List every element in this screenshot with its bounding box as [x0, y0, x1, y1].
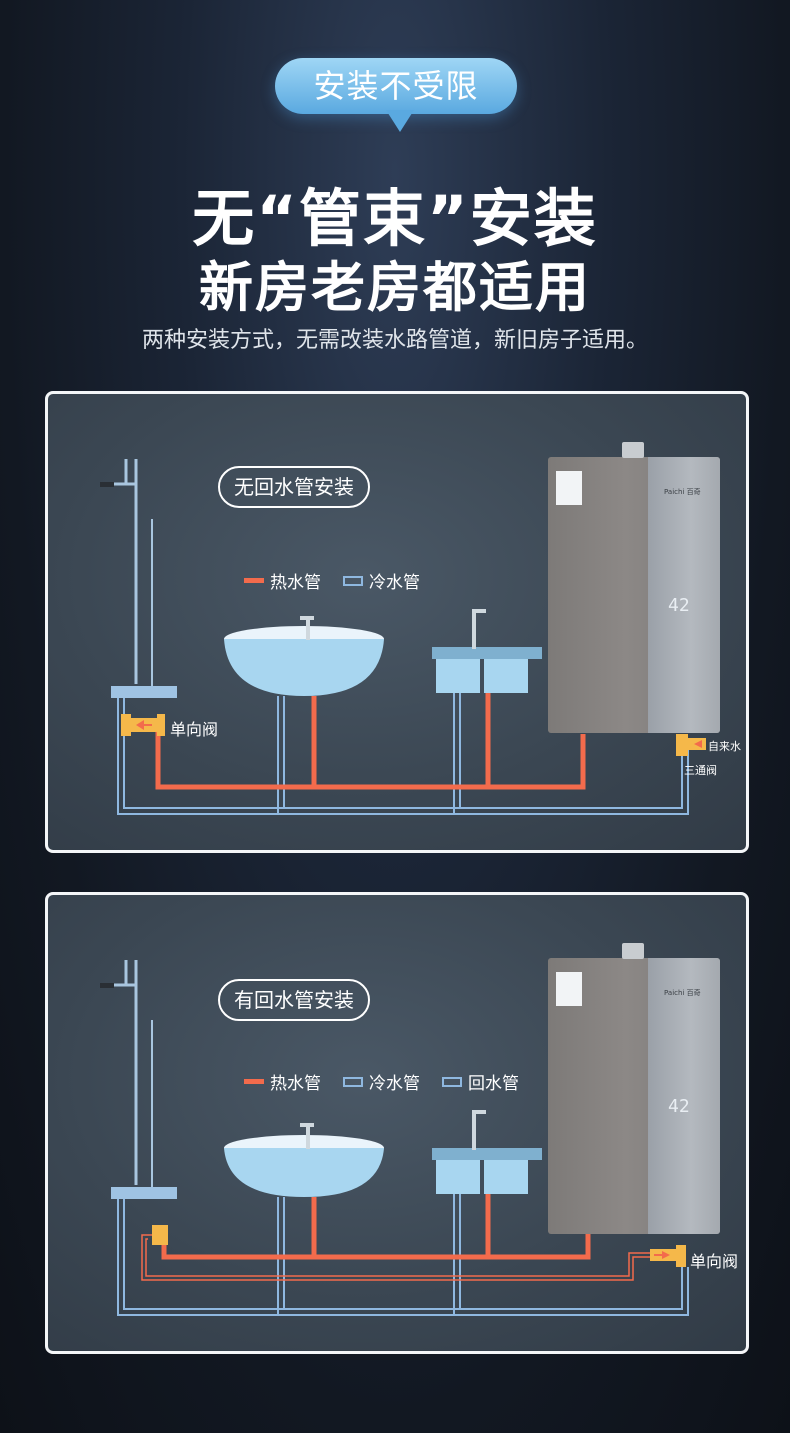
install-diagram-with-return: 有回水管安装 热水管 冷水管 回水管 单向阀 Paichi 百奇 42: [45, 892, 749, 1354]
page-description: 两种安装方式，无需改装水路管道，新旧房子适用。: [141, 328, 648, 353]
energy-label: [556, 471, 582, 505]
water-heater: Paichi 百奇 42: [548, 457, 720, 733]
check-valve-icon: [121, 714, 165, 736]
badge-text: 安装不受限: [313, 67, 479, 105]
legend-2: 热水管 冷水管 回水管: [244, 1069, 533, 1094]
water-heater: Paichi 百奇 42: [548, 958, 720, 1234]
heater-display: 42: [668, 1096, 690, 1117]
heater-vent: [622, 442, 644, 458]
heater-brand: Paichi 百奇: [664, 989, 701, 997]
legend-hot: 热水管: [270, 573, 321, 593]
pipe-diagram-1: [100, 459, 706, 815]
badge-tail: [386, 110, 414, 132]
hot-pipes: [155, 693, 586, 790]
check-valve-icon: [650, 1245, 686, 1267]
legend-cold: 冷水管: [369, 573, 420, 593]
legend-hot: 热水管: [270, 1074, 321, 1094]
legend-1: 热水管 冷水管: [244, 568, 434, 593]
page-subtitle-large: 新房老房都适用: [199, 256, 591, 319]
heater-brand: Paichi 百奇: [664, 488, 701, 496]
pipe-diagram-2: [100, 960, 689, 1316]
tap-water-label: 自来水: [708, 740, 741, 753]
cold-pipe-swatch: [343, 1076, 363, 1087]
cold-pipe-swatch: [343, 575, 363, 586]
tag-no-return: 无回水管安装: [218, 466, 370, 508]
install-diagram-no-return: 无回水管安装 热水管 冷水管 单向阀 自来水 三通阀 Paichi 百奇 42: [45, 391, 749, 853]
three-way-valve-label: 三通阀: [684, 764, 717, 777]
return-pipes: [141, 1234, 653, 1281]
sink-icon: [432, 1110, 542, 1194]
basin-icon: [224, 616, 384, 696]
legend-cold: 冷水管: [369, 1074, 420, 1094]
three-way-valve-icon: [676, 734, 706, 756]
legend-return: 回水管: [468, 1074, 519, 1094]
return-pipe-swatch: [442, 1076, 462, 1087]
shower-icon: [100, 960, 177, 1199]
heater-vent: [622, 943, 644, 959]
tag-with-return: 有回水管安装: [218, 979, 370, 1021]
page-title: 无“管束”安装: [192, 182, 598, 255]
check-valve-label: 单向阀: [170, 720, 219, 739]
hot-pipe-swatch: [244, 578, 264, 583]
install-badge: 安装不受限: [275, 58, 517, 114]
shower-icon: [100, 459, 177, 698]
check-valve-label: 单向阀: [690, 1252, 739, 1271]
cold-pipes: [117, 1194, 689, 1316]
hot-pipe-swatch: [244, 1079, 264, 1084]
sink-icon: [432, 609, 542, 693]
check-valve-icon-top: [152, 1225, 168, 1245]
heater-display: 42: [668, 595, 690, 616]
hot-pipes: [161, 1194, 591, 1260]
basin-icon: [224, 1123, 384, 1197]
energy-label: [556, 972, 582, 1006]
